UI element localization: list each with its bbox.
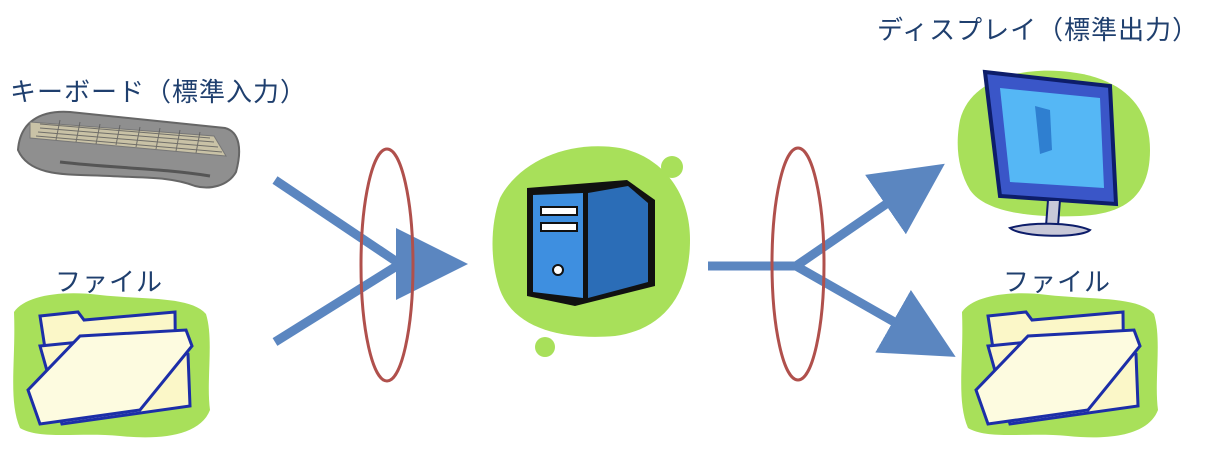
display-label: ディスプレイ（標準出力） <box>877 16 1200 46</box>
output-split-ring <box>770 146 826 382</box>
monitor-icon <box>957 69 1150 237</box>
computer-tower-icon <box>492 146 690 357</box>
keyboard-label: キーボード（標準入力） <box>10 78 308 108</box>
output-arrows <box>708 163 956 357</box>
input-file-label: ファイル <box>55 268 164 298</box>
input-arrows <box>272 176 468 346</box>
output-file-label: ファイル <box>1003 268 1112 298</box>
keyboard-icon <box>16 110 241 189</box>
output-folder-icon <box>961 293 1158 438</box>
input-folder-icon <box>13 293 211 438</box>
input-merge-ring <box>359 147 415 383</box>
